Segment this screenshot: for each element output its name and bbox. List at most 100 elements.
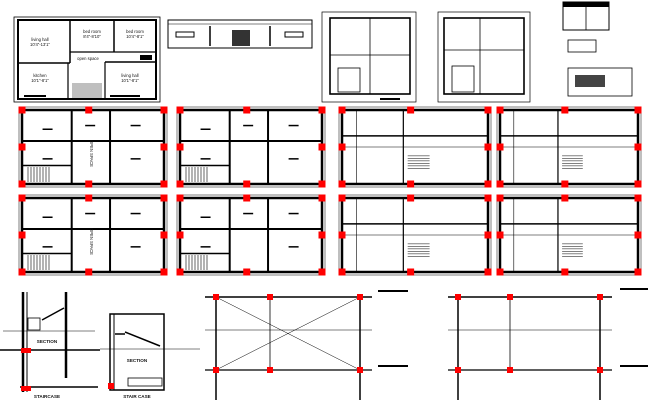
open-space-label: OPEN SPACE — [89, 228, 94, 255]
column-marker — [484, 106, 492, 114]
room-size: 10'4"-13'1" — [30, 42, 50, 47]
floor-plan — [18, 106, 168, 188]
column-marker — [243, 194, 251, 202]
column-marker — [85, 194, 93, 202]
column-marker — [634, 106, 642, 114]
column-marker — [338, 268, 346, 276]
column-marker — [634, 180, 642, 188]
column-marker — [634, 268, 642, 276]
room-label: living hall — [31, 37, 48, 42]
floor-plan — [18, 194, 168, 276]
column-marker — [634, 231, 642, 239]
room-label: bed room — [83, 29, 101, 34]
staircase — [72, 83, 102, 99]
column-marker — [338, 180, 346, 188]
upper-floor-plan-1 — [321, 11, 417, 103]
room-label: kitchen — [33, 73, 47, 78]
section-label: SECTION — [37, 339, 58, 344]
column-marker — [496, 143, 504, 151]
column-marker — [318, 180, 326, 188]
column-marker — [176, 194, 184, 202]
floor-plan — [338, 194, 492, 276]
room-label: living hall — [121, 73, 138, 78]
column-marker — [18, 143, 26, 151]
column-marker — [318, 268, 326, 276]
column-marker — [18, 194, 26, 202]
column-marker — [160, 106, 168, 114]
room-size: 10'4"-8'1" — [126, 34, 144, 39]
column-marker — [160, 231, 168, 239]
column-marker — [176, 268, 184, 276]
column-marker — [561, 106, 569, 114]
structural-frame-2 — [448, 288, 648, 400]
column-marker — [338, 143, 346, 151]
column-marker — [561, 268, 569, 276]
room-label: open space — [77, 56, 99, 61]
floor-plan — [338, 106, 492, 188]
column-marker — [407, 268, 415, 276]
column-marker — [160, 180, 168, 188]
column-marker — [243, 180, 251, 188]
front-elevation — [167, 19, 313, 49]
column-marker — [18, 106, 26, 114]
floor-plan — [496, 106, 642, 188]
column-marker — [484, 143, 492, 151]
column-marker — [318, 106, 326, 114]
column-marker — [338, 106, 346, 114]
floor-plan — [496, 194, 642, 276]
column-marker — [176, 143, 184, 151]
column-marker — [496, 194, 504, 202]
column-marker — [85, 106, 93, 114]
column-marker — [496, 231, 504, 239]
column-marker — [338, 194, 346, 202]
column-marker — [407, 194, 415, 202]
column-marker — [484, 180, 492, 188]
floor-plan — [176, 106, 326, 188]
column-marker — [160, 194, 168, 202]
column-marker — [634, 194, 642, 202]
column-marker — [496, 268, 504, 276]
column-marker — [561, 180, 569, 188]
section-caption: STAIR CASE — [123, 394, 150, 399]
ground-plan: living hall 10'4"-13'1" bed room 8'4"-8'… — [13, 16, 161, 103]
room-size: 8'4"-8'10" — [83, 34, 101, 39]
column-marker — [160, 143, 168, 151]
column-marker — [634, 143, 642, 151]
column-marker — [18, 231, 26, 239]
plot-boundary — [13, 16, 161, 103]
upper-floor-plan-2 — [437, 11, 531, 103]
detail-drawings — [562, 1, 633, 97]
column-marker — [85, 180, 93, 188]
column-marker — [484, 268, 492, 276]
column-marker — [18, 180, 26, 188]
column-marker — [160, 268, 168, 276]
floor-plans-grid — [18, 106, 642, 276]
column-marker — [561, 194, 569, 202]
column-marker — [496, 106, 504, 114]
structural-frame-1 — [205, 290, 408, 400]
column-marker — [18, 268, 26, 276]
section-caption: STAIRCASE — [34, 394, 60, 399]
column-marker — [243, 106, 251, 114]
column-marker — [318, 231, 326, 239]
column-marker — [484, 231, 492, 239]
staircase-section-1: SECTION STAIRCASE — [0, 292, 100, 399]
column-marker — [176, 180, 184, 188]
column-marker — [85, 268, 93, 276]
floor-plan — [176, 194, 326, 276]
column-marker — [318, 143, 326, 151]
room-label: bed room — [126, 29, 144, 34]
room-size: 10'1"-8'1" — [31, 78, 49, 83]
staircase-section-2: SECTION STAIR CASE — [100, 313, 200, 399]
column-marker — [407, 180, 415, 188]
outer-wall — [17, 19, 157, 100]
section-label: SECTION — [127, 358, 148, 363]
room-size: 10'1"-8'1" — [121, 78, 139, 83]
column-marker — [338, 231, 346, 239]
column-marker — [243, 268, 251, 276]
column-marker — [484, 194, 492, 202]
column-marker — [318, 194, 326, 202]
column-marker — [407, 106, 415, 114]
column-marker — [176, 106, 184, 114]
